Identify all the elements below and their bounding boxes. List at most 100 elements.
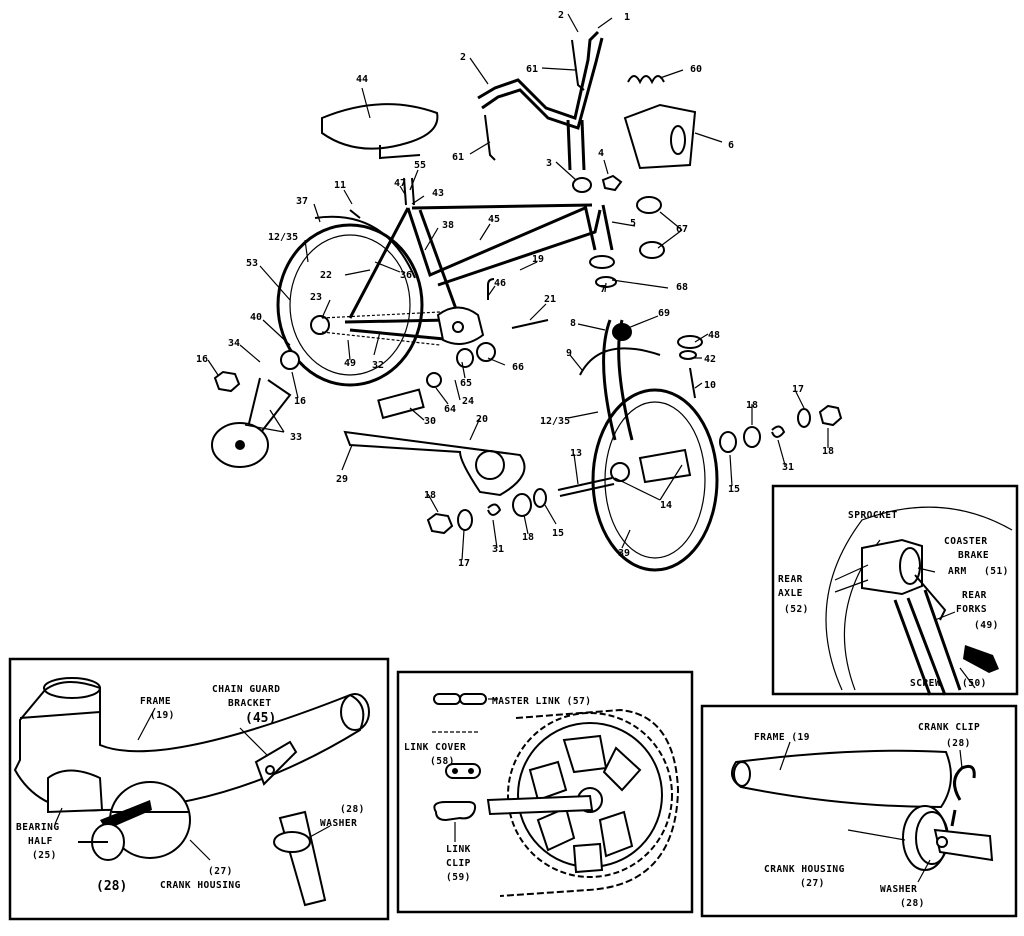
- main-exploded-view: 2 1 2 61 60 44 61 6 3 4 55 47 43 11 37 3…: [196, 10, 843, 572]
- coaster-label: COASTER: [944, 536, 988, 547]
- rear-axle-label-2: AXLE: [778, 588, 803, 599]
- rear-forks-label-2: FORKS: [956, 604, 987, 615]
- callout: 32: [372, 360, 384, 371]
- rear-fender: [314, 215, 416, 279]
- brake-label: BRAKE: [958, 550, 989, 561]
- grip-clip: [627, 75, 665, 85]
- link-cover-number: (58): [430, 756, 455, 767]
- callout: 40: [250, 312, 262, 323]
- callout: 20: [476, 414, 488, 425]
- front-wheel: [591, 388, 719, 572]
- crank-housing-label: CRANK HOUSING: [764, 864, 845, 875]
- washer: [476, 342, 496, 362]
- link-clip-label-2: CLIP: [446, 858, 471, 869]
- rear-forks-number: (49): [974, 620, 999, 631]
- rear-hub: [310, 315, 330, 335]
- clip: [487, 503, 502, 516]
- callout: 65: [460, 378, 472, 389]
- callout: 68: [676, 282, 688, 293]
- link-clip: [433, 801, 477, 822]
- washer: [719, 431, 737, 453]
- callout: 22: [320, 270, 332, 281]
- callout: 60: [690, 64, 702, 75]
- callout: 61: [526, 64, 538, 75]
- pedal: [377, 388, 425, 420]
- chainring: [436, 306, 485, 345]
- callout: 8: [570, 318, 576, 329]
- nut: [818, 404, 843, 427]
- callout: 15: [552, 528, 564, 539]
- callout: 43: [432, 188, 444, 199]
- frame-label: FRAME (19: [754, 732, 810, 743]
- washer: [273, 831, 311, 853]
- crank-label: CRANK HOUSING: [160, 880, 241, 891]
- fender-bracket: [677, 335, 703, 349]
- callout: 12/35: [540, 416, 570, 427]
- callout: 33: [290, 432, 302, 443]
- callout: 48: [708, 330, 720, 341]
- callout: 18: [822, 446, 834, 457]
- callout: 53: [246, 258, 258, 269]
- front-fender: [579, 347, 661, 376]
- bracket: [487, 278, 495, 300]
- callout: 64: [444, 404, 456, 415]
- washer-number: (28): [340, 804, 365, 815]
- callout: 9: [566, 348, 572, 359]
- screw: [963, 645, 999, 673]
- screw-label: SCREW: [910, 678, 941, 689]
- rear-wheel: [276, 223, 424, 387]
- crank-clip-label: CRANK CLIP: [918, 722, 980, 733]
- headset-bearing: [612, 323, 632, 341]
- callout: 2: [460, 52, 466, 63]
- front-axle: [557, 477, 615, 497]
- big-28-label: (28): [96, 879, 127, 894]
- link-clip-label-1: LINK: [446, 844, 471, 855]
- crank-clip-number: (28): [946, 738, 971, 749]
- bearing-half: [47, 769, 104, 814]
- callout: 36: [400, 270, 412, 281]
- callout: 23: [310, 292, 322, 303]
- callout: 38: [442, 220, 454, 231]
- callout: 14: [660, 500, 672, 511]
- coaster-hub: [861, 538, 923, 596]
- washer: [533, 488, 547, 508]
- master-link-label: MASTER LINK (57): [492, 696, 592, 707]
- bolt: [511, 319, 549, 329]
- callout: 2: [558, 10, 564, 21]
- seat-post: [403, 177, 415, 206]
- washer: [743, 426, 761, 448]
- washer-number: (28): [900, 898, 925, 909]
- nut: [426, 512, 454, 535]
- callout: 4: [598, 148, 604, 159]
- frame-label: FRAME: [140, 696, 171, 707]
- screw-number: (50): [962, 678, 987, 689]
- bolt: [689, 367, 696, 399]
- headset-clamp: [601, 174, 623, 192]
- callout: 7: [600, 284, 606, 295]
- callout: 17: [458, 558, 470, 569]
- rear-axle-number: (52): [784, 604, 809, 615]
- callout: 17: [792, 384, 804, 395]
- callout: 16: [196, 354, 208, 365]
- callout: 5: [630, 218, 636, 229]
- bearing-label-1: BEARING: [16, 822, 60, 833]
- handlebar-grip-left: [484, 114, 496, 161]
- callout: 66: [512, 362, 524, 373]
- rear-forks: [893, 589, 962, 696]
- frame-tube: [731, 749, 952, 809]
- callout: 3: [546, 158, 552, 169]
- inset-crank-housing-left: FRAME (19) CHAIN GUARD BRACKET (45) BEAR…: [8, 657, 390, 921]
- callout: 15: [728, 484, 740, 495]
- callout: 34: [228, 338, 240, 349]
- crank-housing-number: (27): [800, 878, 825, 889]
- callout: 29: [336, 474, 348, 485]
- callout: 30: [424, 416, 436, 427]
- link-cover: [445, 763, 481, 779]
- callout: 18: [424, 490, 436, 501]
- callout: 46: [494, 278, 506, 289]
- insert-arrow: [100, 800, 152, 830]
- washer-label: WASHER: [880, 884, 917, 895]
- handlebar: [477, 30, 600, 120]
- callout: 39: [618, 548, 630, 559]
